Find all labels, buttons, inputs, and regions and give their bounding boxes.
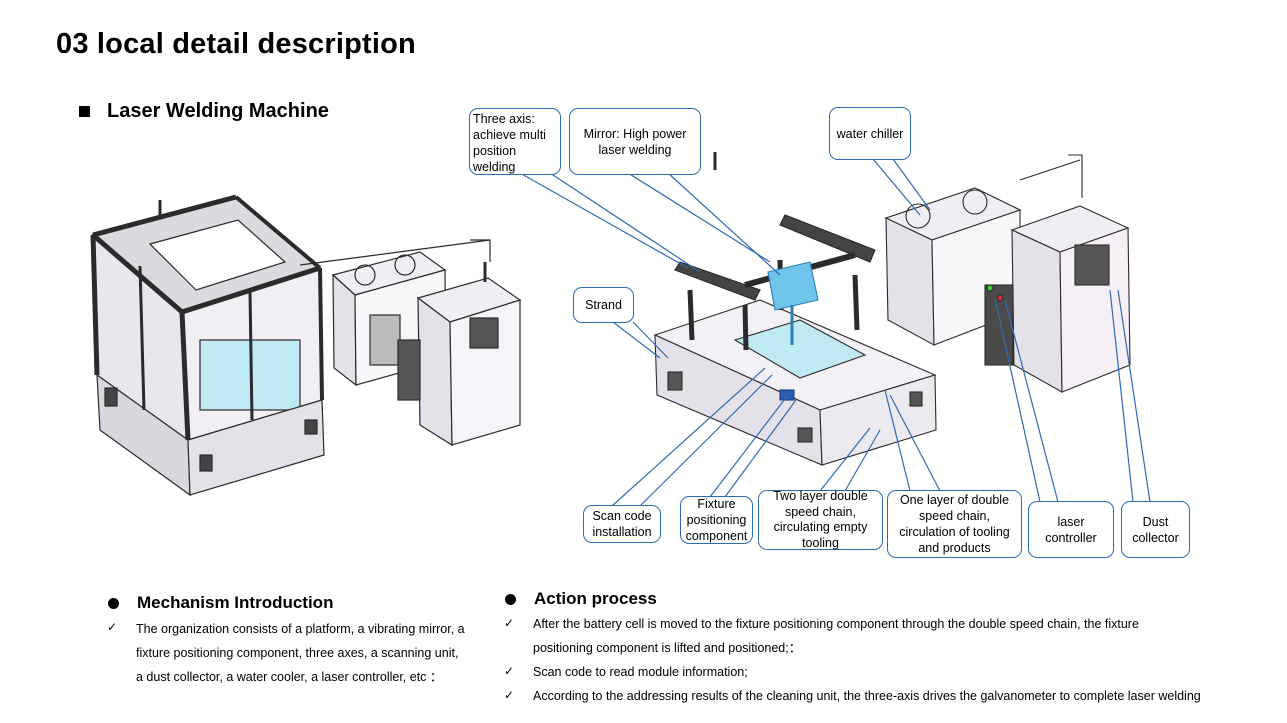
section-subtitle: Laser Welding Machine	[79, 100, 329, 123]
square-bullet-icon	[79, 106, 90, 117]
mechanism-text: The organization consists of a platform,…	[136, 622, 465, 684]
round-bullet-icon	[505, 593, 516, 605]
callout-fixture-positioning: Fixture positioning component	[680, 496, 753, 544]
callout-two-layer-chain: Two layer double speed chain, circulatin…	[758, 489, 883, 550]
callout-water-chiller: water chiller	[829, 107, 911, 160]
action-heading-text: Action process	[534, 589, 657, 608]
callout-dust-collector: Dust collector	[1121, 501, 1190, 558]
action-item-2: Scan code to read module information;	[533, 665, 748, 679]
check-icon: ✓	[504, 616, 515, 630]
page-title: 03 local detail description	[56, 28, 416, 60]
callout-three-axis: Three axis: achieve multi position weldi…	[469, 108, 561, 175]
callout-scan-code: Scan code installation	[583, 505, 661, 543]
callout-leader-lines	[519, 158, 1151, 507]
check-icon: ✓	[504, 664, 515, 678]
action-item-3: According to the addressing results of t…	[533, 689, 1201, 703]
action-heading: Action process	[505, 589, 657, 609]
callout-strand: Strand	[573, 287, 634, 323]
mechanism-heading-text: Mechanism Introduction	[137, 593, 334, 612]
subtitle-text: Laser Welding Machine	[107, 100, 329, 122]
callout-laser-controller: laser controller	[1028, 501, 1114, 558]
check-icon: ✓	[504, 688, 515, 702]
open-machine-drawing	[653, 152, 1131, 466]
action-item-1: After the battery cell is moved to the f…	[533, 617, 1139, 655]
callout-mirror: Mirror: High power laser welding	[569, 108, 701, 175]
callout-one-layer-chain: One layer of double speed chain, circula…	[887, 490, 1022, 558]
round-bullet-icon	[108, 597, 119, 609]
mechanism-heading: Mechanism Introduction	[108, 593, 333, 613]
enclosed-machine-drawing	[90, 194, 522, 497]
check-icon: ✓	[107, 620, 118, 634]
